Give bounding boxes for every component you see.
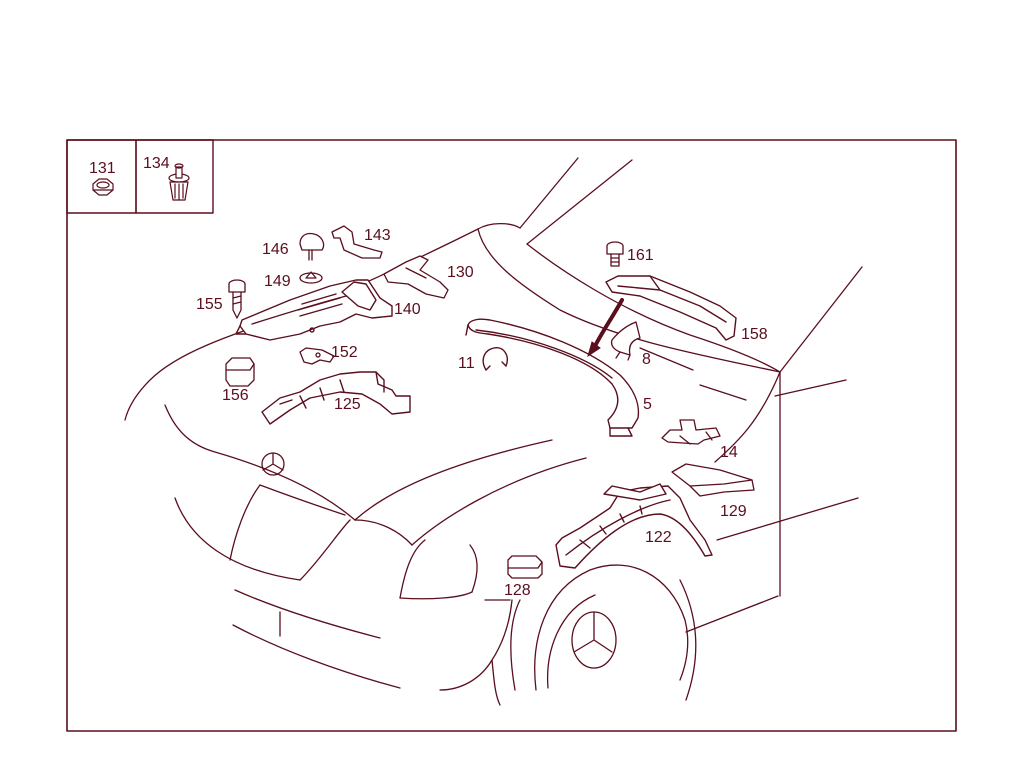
callout-5: 5: [643, 396, 652, 413]
callout-14: 14: [720, 444, 738, 461]
callout-156: 156: [222, 387, 249, 404]
callout-149: 149: [264, 273, 291, 290]
part-14-bracket: [661, 419, 721, 445]
vehicle-body-outline: [124, 157, 863, 706]
push-clip-icon: [168, 163, 190, 201]
part-149-washer: [299, 271, 323, 284]
callout-152: 152: [331, 344, 358, 361]
callout-143: 143: [364, 227, 391, 244]
part-158-channel: [605, 275, 737, 341]
part-161-bolt: [606, 241, 624, 267]
part-128-block: [507, 555, 543, 579]
callout-130: 130: [447, 264, 474, 281]
arrow-icon: [587, 298, 624, 358]
part-155-screw: [228, 279, 246, 319]
legend-box-134: 134: [135, 139, 214, 214]
diagram-frame: [66, 139, 957, 732]
callout-158: 158: [741, 326, 768, 343]
part-5-cross-member: [465, 318, 640, 437]
part-143-bracket: [331, 225, 383, 259]
part-152-clip: [299, 347, 335, 365]
callout-122: 122: [645, 529, 672, 546]
callout-129: 129: [720, 503, 747, 520]
callout-128: 128: [504, 582, 531, 599]
legend-box-131: 131: [66, 139, 137, 214]
hex-nut-icon: [92, 178, 114, 196]
part-125-support: [261, 371, 411, 425]
callout-146: 146: [262, 241, 289, 258]
wheel-hub: [571, 611, 617, 669]
part-156-block: [225, 357, 255, 387]
callout-11: 11: [458, 355, 475, 372]
part-122-wheel-arch: [555, 483, 713, 569]
legend-label-131: 131: [89, 160, 116, 177]
part-11-clip: [482, 347, 508, 371]
callout-labels: 5 8 11 14 122 125 128 129 130 140 143 14…: [196, 227, 768, 599]
part-129-plate: [671, 463, 755, 497]
callout-155: 155: [196, 296, 223, 313]
callout-161: 161: [627, 247, 654, 264]
part-146-cap: [299, 232, 325, 261]
legend-label-134: 134: [143, 155, 170, 172]
part-8-bracket: [610, 321, 641, 361]
callout-125: 125: [334, 396, 361, 413]
callout-8: 8: [642, 351, 651, 368]
part-140-engine-cover: [235, 279, 393, 341]
callout-140: 140: [394, 301, 421, 318]
part-130-plate: [383, 255, 449, 299]
emblem-icon: [261, 452, 285, 476]
